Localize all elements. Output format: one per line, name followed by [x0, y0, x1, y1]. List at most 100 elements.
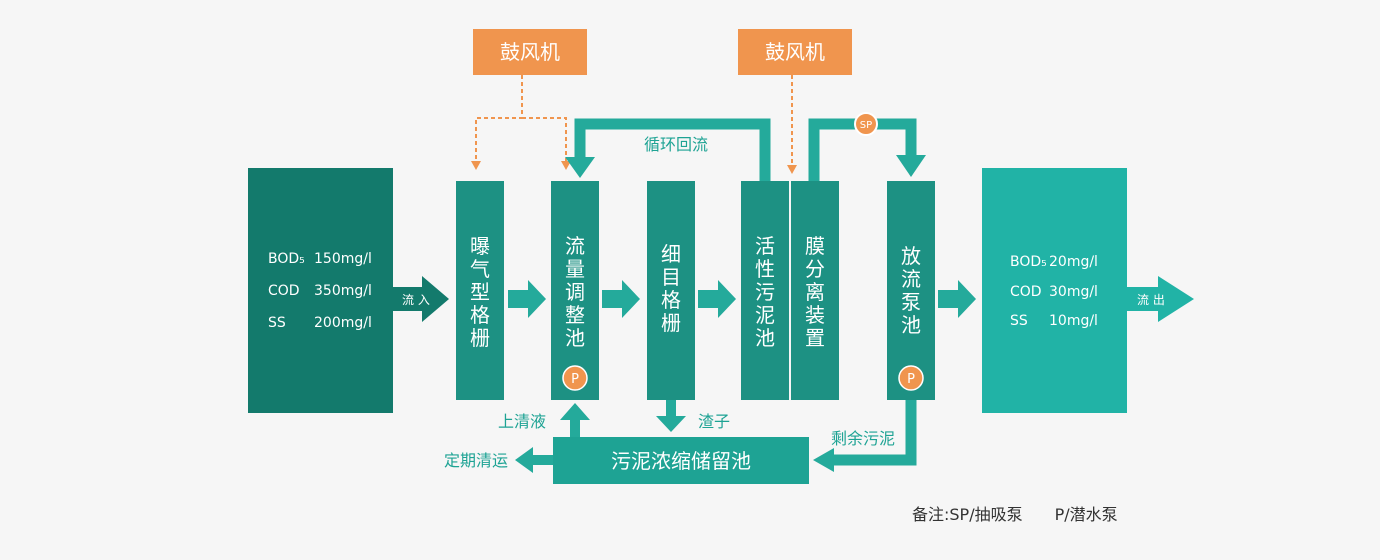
inlet-arrow-label: 流 入 [402, 293, 430, 307]
air-line-1 [475, 75, 523, 162]
outlet-quality-box [982, 168, 1127, 413]
unit-label-char: 栅 [470, 326, 490, 350]
p-pump-badge-2: P [898, 365, 924, 391]
legend-note: 备注:SP/抽吸泵 P/潜水泵 [912, 505, 1118, 524]
sp-badge-text: SP [860, 120, 872, 131]
unit-label-char: 活 [755, 234, 775, 258]
outlet-value: 20mg/l [1049, 254, 1098, 270]
unit-label-char: 整 [565, 303, 585, 327]
unit-label-char: 放 [901, 244, 921, 268]
flow-arrow [698, 280, 736, 318]
outlet-param: BOD₅ [1010, 254, 1047, 270]
unit-label-char: 格 [661, 288, 681, 312]
unit-label-char: 池 [901, 313, 921, 337]
inlet-quality-table: BOD₅ 150mg/l COD 350mg/l SS 200mg/l [268, 251, 372, 331]
inlet-arrow [393, 276, 449, 322]
sludge-tank-label: 污泥浓缩储留池 [611, 449, 751, 473]
outlet-arrow [1127, 276, 1194, 322]
unit-box-equalization-tank [551, 181, 599, 400]
unit-label-char: 曝 [470, 234, 490, 258]
inlet-param: COD [268, 283, 300, 299]
flow-arrow [508, 280, 546, 318]
unit-label-char: 泥 [755, 303, 775, 327]
excess-sludge-line [832, 400, 917, 466]
unit-label-char: 置 [805, 326, 825, 350]
periodic-removal-label: 定期清运 [444, 451, 508, 470]
blower-box-2 [738, 29, 852, 75]
recycle-arrowhead [565, 157, 595, 178]
p-badge-text: P [907, 372, 915, 387]
outlet-param: COD [1010, 284, 1042, 300]
unit-label-char: 池 [565, 326, 585, 350]
unit-box-membrane [791, 181, 839, 400]
unit-label-char: 细 [661, 242, 681, 266]
unit-label-char: 泵 [901, 290, 921, 314]
sp-arrowhead [896, 155, 926, 177]
unit-label-char: 离 [805, 280, 825, 304]
screenings-arrow [656, 400, 686, 432]
supernatant-arrow [560, 403, 590, 437]
air-arrowhead [561, 161, 571, 170]
unit-label-char: 流 [565, 234, 585, 258]
unit-box-aeration-screen [456, 181, 504, 400]
unit-label-char: 栅 [661, 311, 681, 335]
p-badge-circle [898, 365, 924, 391]
blower-label-1: 鼓风机 [500, 40, 560, 64]
screenings-label: 渣子 [698, 412, 730, 431]
unit-label-char: 型 [470, 280, 490, 304]
flow-arrow [938, 280, 976, 318]
outlet-param: SS [1010, 313, 1028, 329]
p-badge-circle [562, 365, 588, 391]
blower-box-1 [473, 29, 587, 75]
flow-arrow [602, 280, 640, 318]
excess-sludge-label: 剩余污泥 [831, 429, 895, 448]
periodic-removal-arrow [515, 447, 553, 473]
outlet-value: 30mg/l [1049, 284, 1098, 300]
unit-label-char: 流 [901, 267, 921, 291]
unit-label-char: 目 [661, 265, 681, 289]
unit-label-char: 格 [470, 303, 490, 327]
air-line-2 [522, 117, 567, 162]
outlet-value: 10mg/l [1049, 313, 1098, 329]
p-badge-text: P [571, 372, 579, 387]
unit-label-char: 气 [470, 257, 490, 281]
recycle-loop [565, 118, 771, 181]
supernatant-label: 上清液 [498, 412, 546, 431]
excess-sludge-arrowhead [813, 448, 834, 472]
air-supply-lines [475, 75, 793, 166]
unit-label-char: 污 [755, 280, 775, 304]
sp-pump-badge: SP [854, 112, 878, 136]
unit-label-char: 性 [755, 257, 775, 281]
inlet-quality-box [248, 168, 393, 413]
outlet-arrow-label: 流 出 [1137, 293, 1165, 307]
unit-label-char: 分 [805, 257, 825, 281]
air-arrowheads [471, 161, 797, 174]
unit-label-char: 膜 [805, 234, 825, 258]
blower-label-2: 鼓风机 [765, 40, 825, 64]
flow-arrows [508, 280, 976, 318]
unit-label-char: 调 [565, 280, 585, 304]
air-arrowhead [471, 161, 481, 170]
sludge-tank-box [553, 437, 809, 484]
p-pump-badge-1: P [562, 365, 588, 391]
recycle-line [574, 118, 771, 181]
unit-box-discharge-pump-tank [887, 181, 935, 400]
unit-label-char: 池 [755, 326, 775, 350]
unit-label-char: 量 [565, 257, 585, 281]
outlet-quality-table: BOD₅ 20mg/l COD 30mg/l SS 10mg/l [1010, 254, 1098, 329]
unit-box-activated-sludge [741, 181, 789, 400]
inlet-value: 150mg/l [314, 251, 372, 267]
unit-label-char: 装 [805, 303, 825, 327]
recycle-label: 循环回流 [644, 135, 708, 154]
inlet-value: 350mg/l [314, 283, 372, 299]
unit-box-fine-screen [647, 181, 695, 400]
sp-badge-circle [854, 112, 878, 136]
